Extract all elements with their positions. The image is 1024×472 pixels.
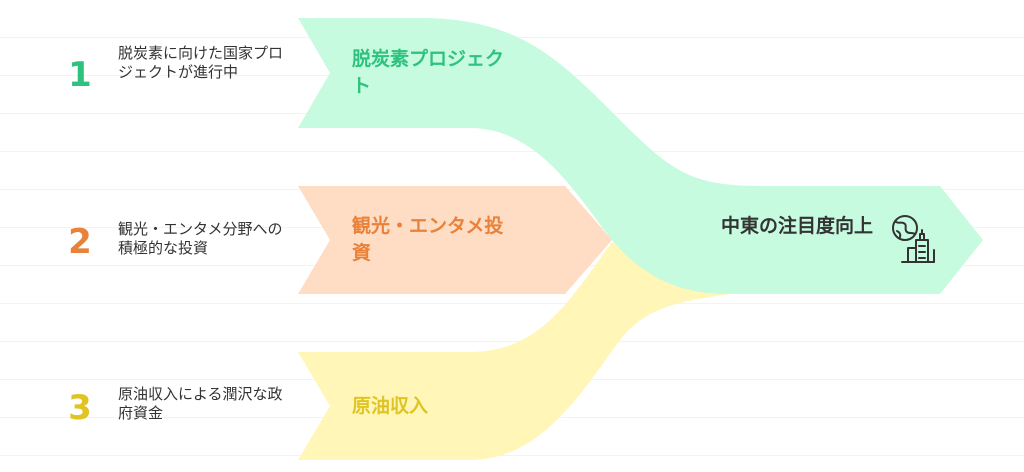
globe-city-icon — [892, 215, 935, 263]
step-number-2: 2 — [68, 222, 92, 262]
band-label-crude-oil: 原油収入 — [352, 395, 429, 417]
band-crude-oil — [298, 242, 740, 460]
band-tourism — [298, 186, 612, 294]
band-label-tourism: 観光・エンタメ投資 — [352, 215, 504, 264]
step-description-3: 原油収入による潤沢な政府資金 — [118, 385, 283, 422]
step-description-1: 脱炭素に向けた国家プロジェクトが進行中 — [118, 44, 284, 81]
step-number-1: 1 — [68, 55, 92, 95]
band-decarbonization — [298, 18, 983, 294]
step-number-3: 3 — [68, 388, 92, 428]
result-label: 中東の注目度向上 — [720, 215, 873, 237]
step-description-2: 観光・エンタメ分野への積極的な投資 — [118, 220, 283, 257]
band-label-decarbonization: 脱炭素プロジェクト — [352, 48, 505, 97]
